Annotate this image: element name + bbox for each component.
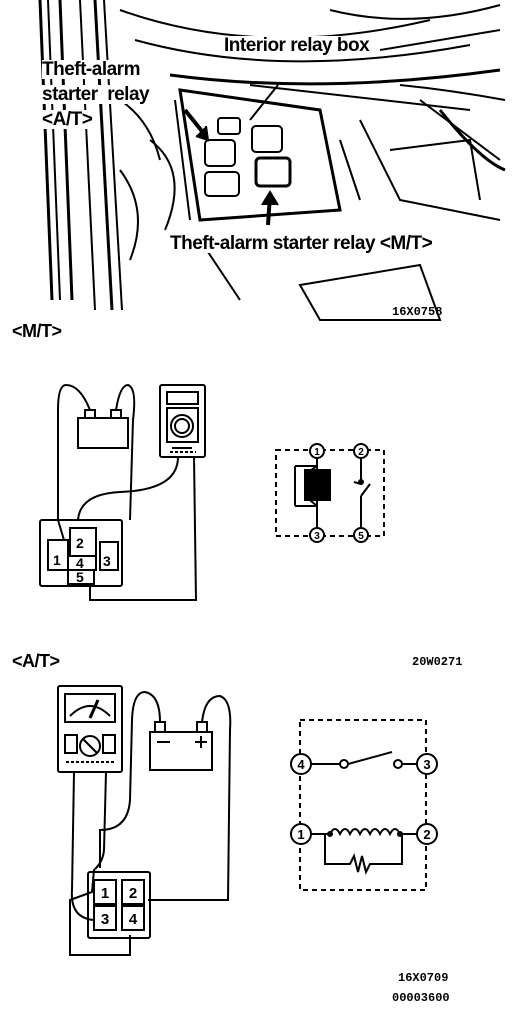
mt-sch-pin-1: 1 [314,447,320,458]
at-pin-2: 2 [129,885,137,902]
at-relay-label-line1: Theft-alarm [42,59,140,80]
battery-icon [77,417,129,449]
interior-relay-box-label: Interior relay box [222,35,372,56]
at-sch-pin-3: 3 [423,757,430,772]
multimeter-icon [159,384,206,458]
mt-pin-4: 4 [76,555,84,571]
mt-relay-label: Theft-alarm starter relay <M/T> [168,233,435,254]
mt-relay-schematic [275,443,385,543]
at-pin-3: 3 [101,911,109,928]
battery-icon [149,731,213,771]
at-relay-pin-labels: 1 2 3 4 [101,885,138,928]
at-section-heading: <A/T> [12,651,60,671]
mt-sch-pin-2: 2 [358,447,364,458]
analog-meter-icon [57,685,123,773]
interior-relay-box-drawing [38,0,506,321]
at-relay-label-line2: starter relay [42,84,150,105]
mt-wiring-diagram [39,383,206,601]
mt-pin-1: 1 [53,552,61,568]
mt-pin-2: 2 [76,535,84,551]
photo-figure-code: 16X0758 [392,305,443,319]
at-sch-pin-2: 2 [423,827,430,842]
at-sch-pin-4: 4 [297,757,305,772]
mt-section-heading: <M/T> [12,321,62,341]
at-wiring-diagram [57,685,232,956]
mt-figure-code: 20W0271 [412,655,463,669]
at-pin-4: 4 [129,911,138,928]
mt-schematic-pin-labels: 1 2 3 5 [314,447,364,542]
at-schematic-pin-labels: 4 3 1 2 [297,757,430,842]
mt-sch-pin-3: 3 [314,531,320,542]
at-figure-code: 16X0709 [398,971,449,985]
mt-pin-5: 5 [76,569,84,585]
mt-sch-pin-5: 5 [358,531,364,542]
page-code: 00003600 [392,991,450,1005]
mt-pin-3: 3 [103,553,111,569]
at-sch-pin-1: 1 [297,827,304,842]
mt-relay-body [39,519,123,587]
at-relay-label-line3: <A/T> [42,109,93,130]
at-relay-body [87,871,151,939]
at-pin-1: 1 [101,885,109,902]
at-relay-schematic [290,719,438,891]
mt-relay-pin-labels: 1 2 3 4 5 [53,535,111,585]
